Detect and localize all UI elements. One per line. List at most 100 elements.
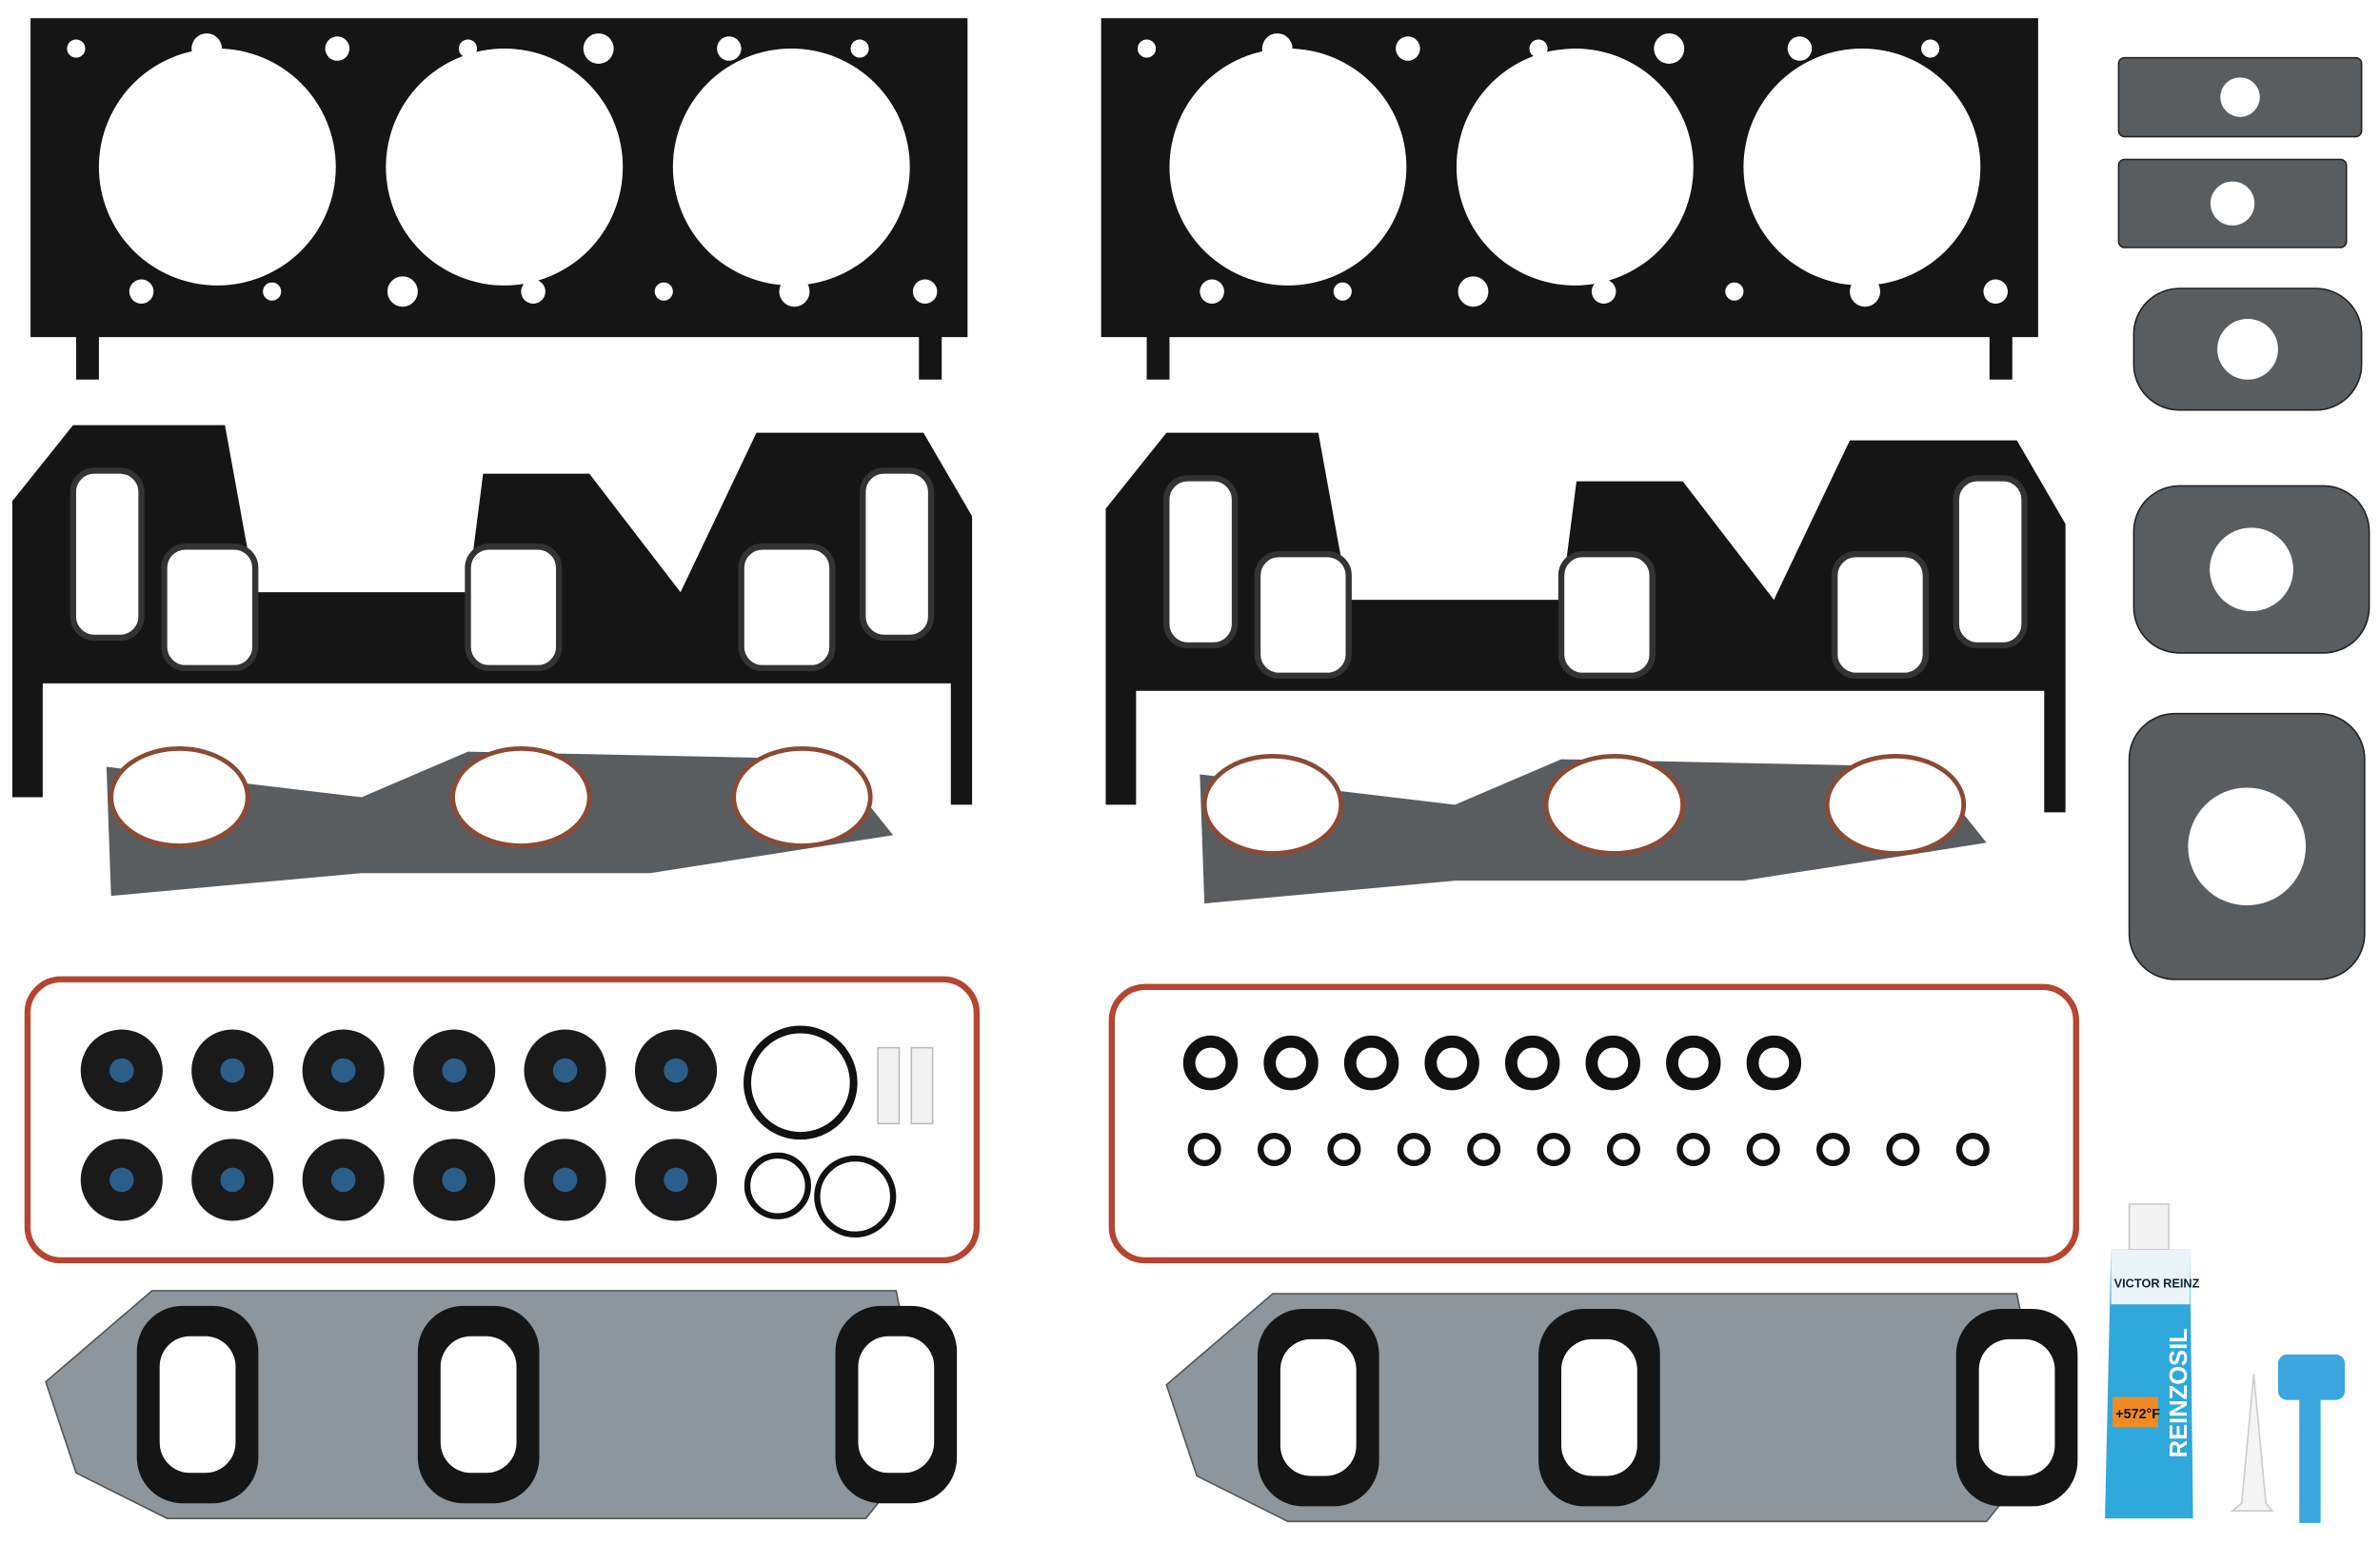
o-ring-small bbox=[1746, 1132, 1780, 1167]
valve-cover-gasket bbox=[1108, 983, 2079, 1264]
o-ring-small bbox=[1606, 1132, 1640, 1167]
bolt-hole bbox=[387, 276, 418, 307]
valve-seal-small bbox=[1343, 1035, 1399, 1091]
sealant-tube: VICTOR REINZ REINZOSIL +572°F bbox=[2105, 1203, 2200, 1519]
o-ring-small bbox=[1886, 1132, 1920, 1167]
valve-cover-gaskets bbox=[24, 976, 2079, 1264]
exhaust-port bbox=[440, 1336, 517, 1474]
port-ring bbox=[450, 746, 592, 848]
cylinder-bore bbox=[98, 49, 336, 286]
o-ring-small bbox=[1257, 1132, 1292, 1167]
small-gasket-hole bbox=[2210, 527, 2293, 612]
seal-center bbox=[220, 1167, 246, 1193]
exhaust-port bbox=[858, 1336, 935, 1474]
bolt-hole bbox=[1333, 282, 1352, 301]
bolt-hole bbox=[1261, 33, 1293, 64]
valve-seal-small bbox=[1263, 1035, 1319, 1091]
valve-seal-small bbox=[1666, 1035, 1721, 1091]
o-ring-small bbox=[1397, 1132, 1431, 1167]
o-ring bbox=[744, 1152, 812, 1219]
intake-port bbox=[69, 467, 145, 642]
bolt-hole bbox=[458, 39, 478, 58]
intake-port bbox=[1831, 551, 1930, 680]
small-gaskets bbox=[2117, 56, 2370, 980]
intake-port bbox=[161, 544, 259, 672]
intake-port bbox=[1953, 475, 2028, 649]
seal-center bbox=[109, 1167, 134, 1193]
bolt-hole bbox=[912, 279, 938, 305]
heat-shield-gaskets bbox=[45, 1290, 2078, 1523]
intake-port bbox=[1163, 475, 1239, 649]
seal-center bbox=[442, 1058, 466, 1083]
nozzle-tip bbox=[2230, 1374, 2274, 1512]
port-ring bbox=[1543, 753, 1686, 856]
valve-cover-gasket bbox=[24, 976, 981, 1264]
small-gasket-hole bbox=[2210, 181, 2255, 226]
o-ring bbox=[814, 1155, 897, 1238]
o-ring-small bbox=[1537, 1132, 1571, 1167]
bolt-hole bbox=[1787, 36, 1813, 61]
bolt-hole bbox=[67, 39, 86, 58]
valve-seal-small bbox=[1182, 1035, 1239, 1091]
sealant-brand: VICTOR REINZ bbox=[2114, 1277, 2200, 1291]
bolt-hole bbox=[717, 36, 742, 61]
bolt-hole bbox=[779, 276, 810, 307]
valve-stem-seals bbox=[80, 1025, 1990, 1238]
bolt-hole bbox=[325, 36, 350, 61]
o-ring-small bbox=[1955, 1132, 1990, 1167]
seal-center bbox=[330, 1167, 356, 1193]
bolt-hole bbox=[1396, 36, 1420, 61]
seal-center bbox=[330, 1058, 356, 1083]
exhaust-port bbox=[1978, 1338, 2055, 1476]
bolt-hole bbox=[850, 39, 869, 58]
bolt-hole bbox=[1654, 33, 1685, 64]
o-ring bbox=[744, 1025, 858, 1140]
intake-port bbox=[1254, 551, 1352, 680]
seal-center bbox=[664, 1167, 688, 1193]
o-ring-small bbox=[1676, 1132, 1711, 1167]
port-ring bbox=[731, 746, 873, 848]
cylinder-head-gaskets bbox=[30, 18, 2038, 380]
valve-seal-small bbox=[1504, 1035, 1560, 1091]
bolt-hole bbox=[263, 282, 282, 301]
small-gasket-hole bbox=[2220, 77, 2260, 117]
intake-manifold-gaskets bbox=[11, 425, 2066, 904]
bolt-hole bbox=[1591, 279, 1616, 305]
dowel-sleeve bbox=[877, 1046, 901, 1125]
o-ring-small bbox=[1467, 1132, 1501, 1167]
valve-seal-small bbox=[1585, 1035, 1640, 1091]
cylinder-bore bbox=[672, 49, 910, 286]
exhaust-port bbox=[159, 1336, 236, 1474]
valve-seal-small bbox=[1424, 1035, 1479, 1091]
bolt-hole bbox=[129, 279, 154, 305]
bolt-hole bbox=[1983, 279, 2008, 305]
seal-center bbox=[442, 1167, 466, 1193]
seal-center bbox=[664, 1058, 688, 1083]
bolt-hole bbox=[1850, 276, 1880, 307]
bolt-hole bbox=[1725, 282, 1744, 301]
small-gasket-hole bbox=[2217, 318, 2278, 380]
intake-port bbox=[860, 467, 935, 642]
o-ring-small bbox=[1327, 1132, 1361, 1167]
bolt-hole bbox=[583, 33, 614, 64]
intake-port bbox=[1557, 551, 1656, 680]
intake-port bbox=[465, 544, 563, 672]
bolt-hole bbox=[654, 282, 673, 301]
seal-center bbox=[552, 1058, 578, 1083]
dowel-sleeve bbox=[910, 1046, 934, 1125]
bolt-hole bbox=[1529, 39, 1548, 58]
cylinder-bore bbox=[1743, 49, 1981, 286]
sealant-name: REINZOSIL bbox=[2166, 1328, 2192, 1457]
tube-key bbox=[2277, 1354, 2346, 1523]
seal-center bbox=[220, 1058, 246, 1083]
cylinder-bore bbox=[1169, 49, 1407, 286]
seal-center bbox=[109, 1058, 134, 1083]
bolt-hole bbox=[1458, 276, 1489, 307]
exhaust-port bbox=[1561, 1338, 1637, 1476]
valve-seal-small bbox=[1746, 1035, 1802, 1091]
small-gasket-hole bbox=[2188, 787, 2307, 906]
exhaust-port bbox=[1279, 1338, 1357, 1476]
o-ring-small bbox=[1187, 1132, 1221, 1167]
port-ring bbox=[109, 746, 250, 848]
bolt-hole bbox=[1137, 39, 1157, 58]
